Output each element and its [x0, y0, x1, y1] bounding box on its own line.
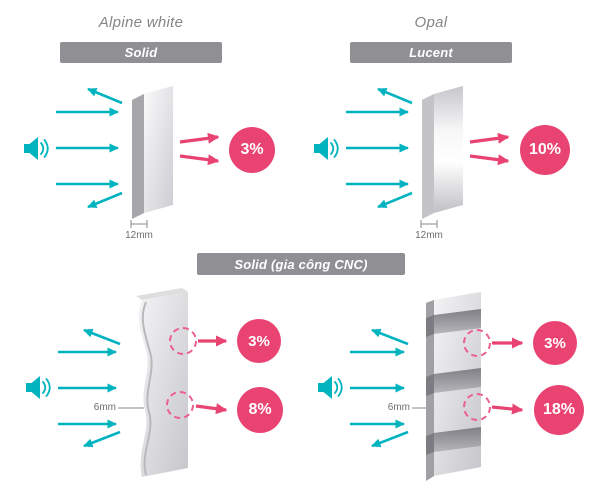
speaker-icon	[26, 376, 51, 399]
dimension-line-12mm	[420, 220, 438, 228]
transmitted-sound-arrows	[491, 337, 524, 415]
speaker-icon	[24, 137, 49, 160]
transmitted-sound-arrows	[179, 132, 220, 166]
transmission-value: 3%	[533, 321, 577, 365]
transmission-value: 18%	[534, 385, 584, 435]
cnc-wave-panel-6mm	[136, 288, 188, 477]
badge-solid: Solid	[60, 42, 222, 63]
transmission-value: 3%	[229, 127, 275, 173]
reflected-sound-arrows	[371, 328, 409, 448]
speaker-icon	[318, 376, 343, 399]
transmission-spot	[166, 391, 194, 419]
badge-solid-cnc: Solid (gia công CNC)	[197, 253, 405, 275]
solid-panel-12mm	[132, 86, 173, 219]
cnc-groove-panel-6mm	[426, 292, 481, 481]
transmitted-sound-arrows	[195, 335, 228, 415]
reflected-sound-arrows	[377, 87, 413, 209]
transmission-value: 3%	[237, 319, 281, 363]
transmission-spot	[463, 393, 491, 421]
thickness-label-6mm: 6mm	[93, 402, 116, 413]
thickness-label-12mm: 12mm	[125, 230, 153, 241]
transmission-spot	[169, 327, 197, 355]
thickness-label-12mm: 12mm	[415, 230, 443, 241]
transmission-value: 8%	[237, 387, 283, 433]
thickness-label-6mm: 6mm	[387, 402, 410, 413]
material-title-alpine-white: Alpine white	[98, 14, 184, 31]
incident-sound-arrows	[56, 107, 119, 189]
transmission-value: 10%	[520, 125, 570, 175]
incident-sound-arrows	[350, 347, 405, 429]
reflected-sound-arrows	[87, 87, 123, 209]
transmitted-sound-arrows	[469, 132, 510, 166]
lucent-panel-12mm	[422, 86, 463, 219]
transmission-spot	[463, 329, 491, 357]
incident-sound-arrows	[346, 107, 409, 189]
material-title-opal: Opal	[414, 14, 448, 31]
reflected-sound-arrows	[83, 328, 121, 448]
incident-sound-arrows	[58, 347, 117, 429]
dimension-line-12mm	[130, 220, 148, 228]
badge-lucent: Lucent	[350, 42, 512, 63]
speaker-icon	[314, 137, 339, 160]
